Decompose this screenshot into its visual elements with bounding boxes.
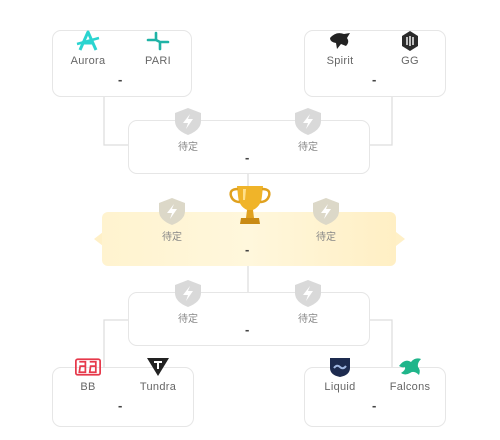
team-aurora[interactable]: Aurora [58, 30, 118, 67]
slot-tbd: 待定 [278, 106, 338, 153]
slot-label: 待定 [298, 314, 318, 325]
slot-label: 待定 [316, 232, 336, 243]
match-score: - [118, 398, 123, 413]
team-name: GG [401, 55, 419, 67]
slot-tbd: 待定 [158, 106, 218, 153]
slot-tbd: 待定 [296, 196, 356, 243]
slot-label: 待定 [298, 142, 318, 153]
team-gg[interactable]: GG [380, 30, 440, 67]
match-score: - [118, 72, 123, 87]
shield-icon [175, 280, 201, 307]
match-score: - [245, 242, 250, 257]
team-name: Liquid [324, 381, 356, 393]
liquid-logo-icon [330, 358, 350, 377]
slot-label: 待定 [162, 232, 182, 243]
team-liquid[interactable]: Liquid [310, 356, 370, 393]
falcons-logo-icon [399, 358, 421, 375]
match-card-bottom-left[interactable] [52, 367, 194, 427]
team-name: Aurora [70, 55, 106, 67]
slot-label: 待定 [178, 142, 198, 153]
slot-label: 待定 [178, 314, 198, 325]
shield-icon [159, 198, 185, 225]
bb-logo-icon [75, 358, 101, 376]
team-name: Falcons [389, 381, 431, 393]
gg-logo-icon [402, 31, 418, 51]
team-bb[interactable]: BB [58, 356, 118, 393]
slot-tbd: 待定 [278, 278, 338, 325]
team-name: Spirit [326, 55, 354, 67]
match-score: - [372, 398, 377, 413]
aurora-logo-icon [76, 30, 100, 51]
tundra-logo-icon [147, 358, 169, 376]
team-pari[interactable]: PARI [128, 30, 188, 67]
match-card-top-right[interactable] [304, 30, 446, 97]
trophy-icon [229, 186, 271, 224]
team-falcons[interactable]: Falcons [380, 356, 440, 393]
team-name: BB [80, 381, 96, 393]
final-left-arrow [94, 232, 103, 246]
pari-logo-icon [146, 31, 170, 51]
shield-icon [295, 108, 321, 135]
spirit-logo-icon [330, 33, 350, 49]
team-name: Tundra [139, 381, 177, 393]
shield-icon [295, 280, 321, 307]
team-tundra[interactable]: Tundra [128, 356, 188, 393]
team-name: PARI [144, 55, 172, 67]
slot-tbd: 待定 [142, 196, 202, 243]
shield-icon [313, 198, 339, 225]
match-card-upper-semi[interactable] [128, 120, 370, 174]
slot-tbd: 待定 [158, 278, 218, 325]
final-right-arrow [396, 232, 405, 246]
team-spirit[interactable]: Spirit [310, 30, 370, 67]
match-card-bottom-right[interactable] [304, 367, 446, 427]
match-score: - [245, 150, 250, 165]
match-score: - [245, 322, 250, 337]
match-card-lower-semi[interactable] [128, 292, 370, 346]
match-score: - [372, 72, 377, 87]
shield-icon [175, 108, 201, 135]
